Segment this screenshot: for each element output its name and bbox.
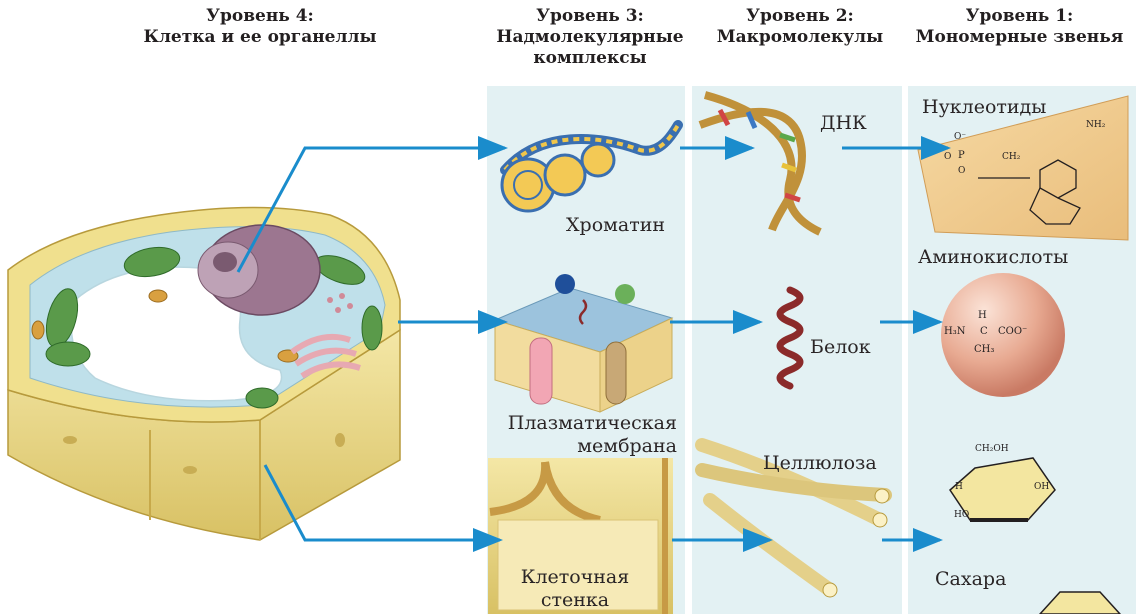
header-level3: Уровень 3: Надмолекулярные комплексы	[480, 6, 700, 69]
formula-nucleotide-o1: O⁻	[954, 132, 966, 142]
header-level4: Уровень 4: Клетка и ее органеллы	[130, 6, 390, 48]
formula-amino-n: H₃N	[944, 326, 965, 337]
label-sugars: Сахара	[935, 568, 1006, 591]
formula-sugar-oh: OH	[1034, 482, 1049, 492]
formula-sugar-h: H	[955, 482, 963, 492]
formula-nucleotide-o3: O	[958, 166, 965, 176]
label-nucleotides: Нуклеотиды	[922, 96, 1046, 119]
formula-amino-c: C	[980, 326, 988, 337]
formula-sugar-ch2oh: CH₂OH	[975, 444, 1009, 454]
formula-amino-coo: COO⁻	[998, 326, 1027, 337]
label-dna: ДНК	[820, 112, 867, 135]
formula-nucleotide-ch2: CH₂	[1002, 152, 1020, 162]
label-cell-wall: Клеточная стенка	[510, 566, 640, 612]
label-cellulose: Целлюлоза	[763, 452, 877, 475]
label-amino-acids: Аминокислоты	[918, 246, 1068, 269]
formula-amino-ch3: CH₃	[974, 344, 994, 355]
label-protein: Белок	[810, 336, 871, 359]
formula-amino-h: H	[978, 310, 987, 321]
formula-nucleotide-p: P	[958, 150, 965, 161]
plant-cell-illustration	[8, 208, 400, 541]
formula-sugar-ho: HO	[954, 510, 969, 520]
header-level1: Уровень 1: Мономерные звенья	[903, 6, 1136, 48]
formula-nucleotide-nh2: NH₂	[1086, 120, 1105, 130]
formula-nucleotide-o2: O	[944, 152, 951, 162]
label-plasma-membrane: Плазматическая мембрана	[507, 412, 677, 458]
header-level2: Уровень 2: Макромолекулы	[700, 6, 900, 48]
label-chromatin: Хроматин	[566, 214, 665, 237]
